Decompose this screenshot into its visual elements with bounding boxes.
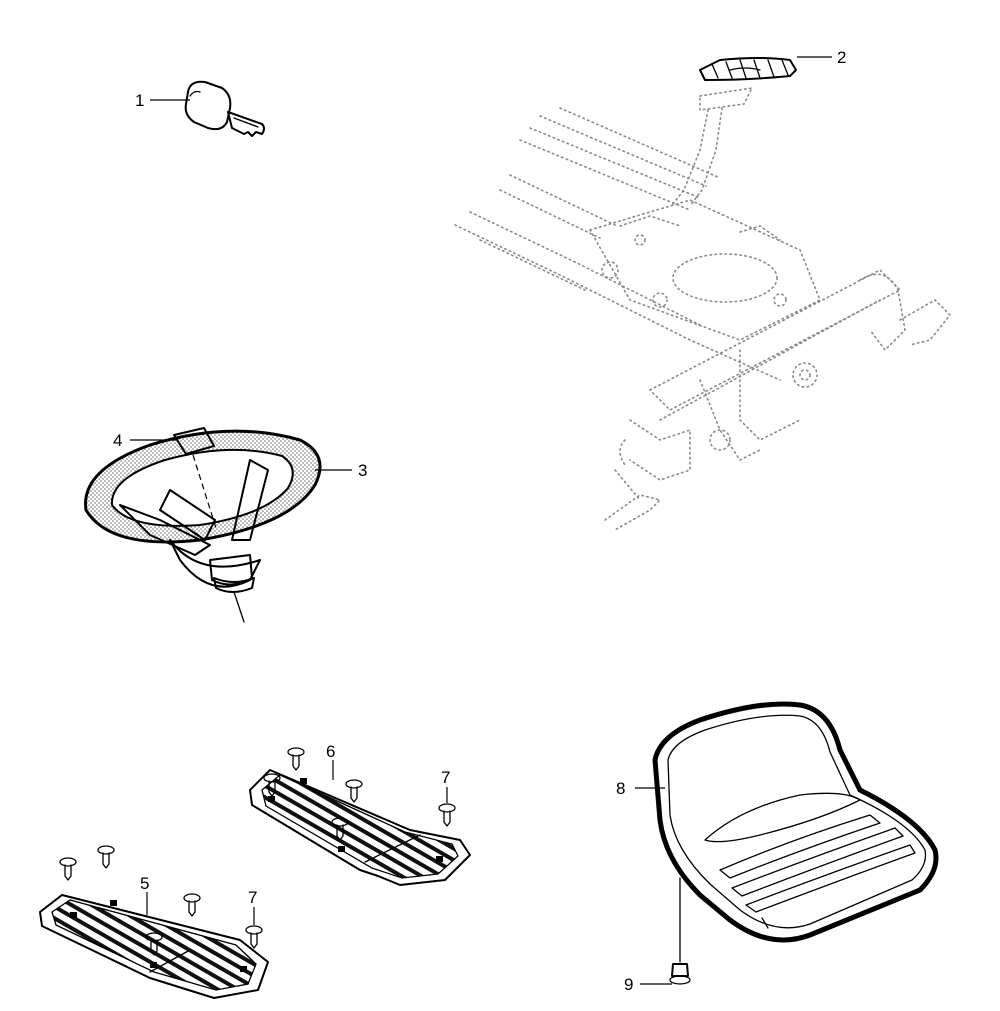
rivet bbox=[145, 932, 163, 956]
callout-5: 5 bbox=[140, 874, 149, 893]
rivet bbox=[331, 817, 349, 841]
callout-3: 3 bbox=[358, 461, 367, 480]
ignition-key-drawing bbox=[184, 80, 265, 137]
steering-cap-drawing bbox=[173, 427, 215, 455]
left-footrest-drawing bbox=[39, 894, 269, 999]
steering-wheel-drawing bbox=[84, 429, 322, 623]
callout-8: 8 bbox=[616, 779, 625, 798]
callout-2: 2 bbox=[837, 48, 846, 67]
right-footrest-drawing bbox=[249, 769, 471, 886]
rivet bbox=[183, 893, 201, 917]
pedal-pad-drawing bbox=[699, 57, 797, 81]
rivet bbox=[245, 925, 263, 949]
rivet bbox=[59, 857, 77, 881]
rivet bbox=[287, 747, 305, 771]
seat-drawing bbox=[652, 701, 939, 943]
rivet bbox=[438, 803, 456, 827]
callout-9: 9 bbox=[624, 975, 633, 994]
seat-bolt-drawing bbox=[669, 877, 691, 985]
mower-frame-drawing bbox=[454, 86, 952, 531]
callout-7b: 7 bbox=[248, 888, 257, 907]
callout-1: 1 bbox=[135, 91, 144, 110]
rivet bbox=[97, 845, 115, 869]
callout-6: 6 bbox=[326, 742, 335, 761]
rivets-drawing bbox=[59, 747, 456, 956]
rivet bbox=[345, 779, 363, 803]
callout-4: 4 bbox=[113, 431, 122, 450]
callout-7a: 7 bbox=[441, 768, 450, 787]
rivet bbox=[263, 773, 281, 797]
